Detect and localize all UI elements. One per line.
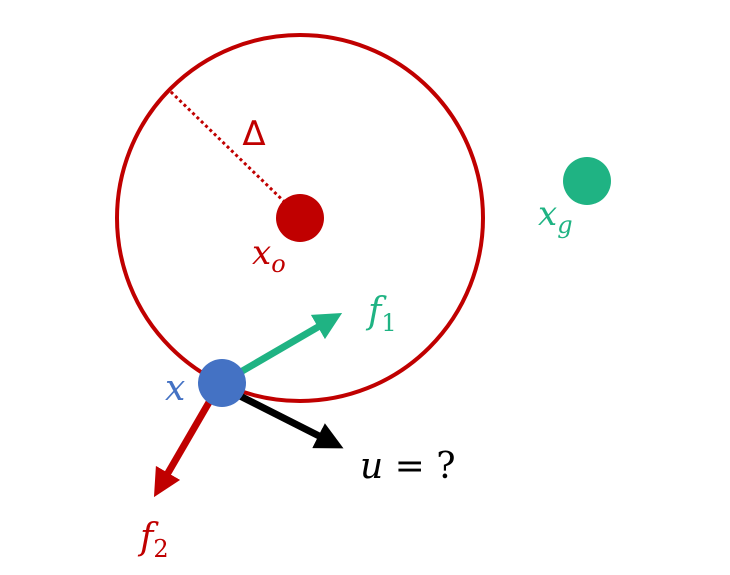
agent-label: x	[165, 368, 185, 409]
f1-arrow	[230, 312, 343, 381]
goal-var: x	[538, 194, 557, 234]
obstacle-sub: o	[271, 250, 285, 278]
f1-sub: 1	[381, 309, 396, 337]
goal-label: xg	[538, 194, 573, 239]
u-rest: = ?	[383, 446, 455, 487]
radius-dotted-line	[168, 89, 300, 217]
obstacle-var: x	[252, 233, 271, 273]
safety-region-circle	[115, 33, 485, 403]
obstacle-label: xo	[252, 233, 286, 278]
f2-label: f2	[137, 517, 169, 563]
delta-label: Δ	[242, 114, 265, 154]
f1-label: f1	[365, 291, 397, 337]
u-arrow	[234, 390, 344, 449]
blue-dot-icon	[198, 359, 246, 407]
u-var: u	[360, 446, 383, 487]
f2-sub: 2	[153, 535, 168, 563]
goal-sub: g	[557, 211, 572, 239]
red-dot-icon	[276, 194, 324, 242]
green-dot-icon	[563, 157, 611, 205]
f2-arrow	[153, 390, 219, 498]
u-label: u = ?	[360, 446, 456, 487]
